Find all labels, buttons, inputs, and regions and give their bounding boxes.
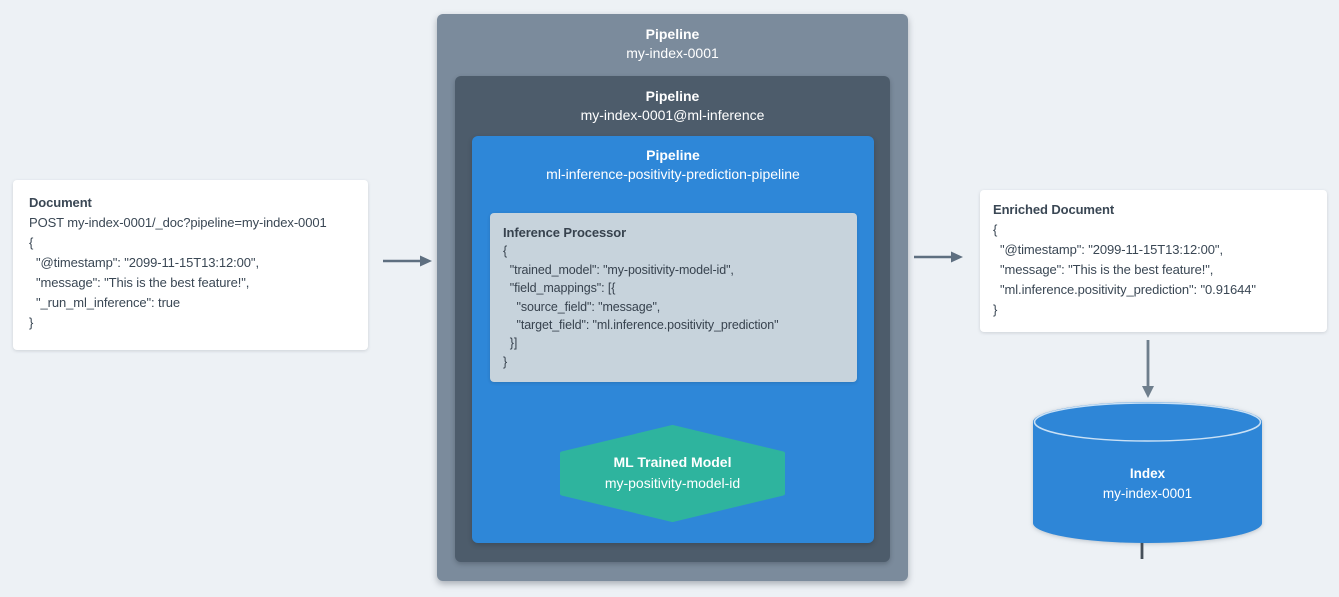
index-name: my-index-0001 <box>1102 486 1193 501</box>
pipeline-middle-box: Pipeline my-index-0001@ml-inference Pipe… <box>455 76 1148 562</box>
processor-json-line: "source_field": "message", <box>503 299 661 314</box>
index-label: Index my-index-0001 <box>1033 464 1262 504</box>
index-title: Index <box>1129 466 1166 481</box>
pipeline-inner-box: Pipeline ml-inference-positivity-predict… <box>472 136 1148 559</box>
enriched-json-line: "@timestamp": "2099-11-15T13:12:00", <box>993 242 1223 257</box>
arrow-right-icon <box>914 251 963 263</box>
pipeline-middle-label: Pipeline <box>645 88 700 104</box>
ml-trained-model-title: ML Trained Model <box>613 454 732 470</box>
inference-processor-title: Inference Processor <box>503 225 627 240</box>
pipeline-outer-label: Pipeline <box>645 26 700 42</box>
index-cylinder: Index my-index-0001 <box>1033 402 1262 543</box>
arrow-right-icon <box>383 255 432 267</box>
document-json-line: } <box>29 315 34 330</box>
pipeline-middle-header: Pipeline my-index-0001@ml-inference <box>455 87 890 125</box>
document-json-line: "message": "This is the best feature!", <box>29 275 250 290</box>
document-post-line: POST my-index-0001/_doc?pipeline=my-inde… <box>29 215 327 230</box>
enriched-document-title: Enriched Document <box>993 202 1115 217</box>
inference-processor-card: Inference Processor { "trained_model": "… <box>490 213 857 382</box>
cylinder-shape <box>1033 402 1262 543</box>
document-card: Document POST my-index-0001/_doc?pipelin… <box>13 180 368 350</box>
processor-json-line: "field_mappings": [{ <box>503 281 616 296</box>
enriched-document-card: Enriched Document { "@timestamp": "2099-… <box>980 190 1327 332</box>
hexagon-shape <box>560 425 785 522</box>
document-json-line: "@timestamp": "2099-11-15T13:12:00", <box>29 255 259 270</box>
processor-json-line: { <box>503 244 508 259</box>
processor-json-line: "target_field": "ml.inference.positivity… <box>503 318 779 333</box>
pipeline-middle-name: my-index-0001@ml-inference <box>580 107 765 123</box>
enriched-json-line: { <box>993 222 998 237</box>
enriched-json-line: "ml.inference.positivity_prediction": "0… <box>993 282 1256 297</box>
pipeline-inner-header: Pipeline ml-inference-positivity-predict… <box>472 146 874 184</box>
pipeline-outer-name: my-index-0001 <box>626 45 719 61</box>
ml-trained-model-name: my-positivity-model-id <box>604 475 741 491</box>
ml-trained-model-badge: ML Trained Model my-positivity-model-id <box>560 425 785 522</box>
document-json-line: "_run_ml_inference": true <box>29 295 181 310</box>
processor-json-line: } <box>503 354 508 369</box>
enriched-json-line: "message": "This is the best feature!", <box>993 262 1214 277</box>
document-card-title: Document <box>29 195 92 210</box>
processor-json-line: "trained_model": "my-positivity-model-id… <box>503 262 734 277</box>
pipeline-inner-name: ml-inference-positivity-prediction-pipel… <box>546 166 800 182</box>
arrow-down-icon <box>1142 340 1154 398</box>
document-json-line: { <box>29 235 34 250</box>
pipeline-outer-box: Pipeline my-index-0001 Pipeline my-index… <box>437 14 1148 581</box>
ml-trained-model-label: ML Trained Model my-positivity-model-id <box>560 452 785 494</box>
pipeline-outer-header: Pipeline my-index-0001 <box>437 25 908 63</box>
enriched-json-line: } <box>993 302 998 317</box>
processor-json-line: }] <box>503 336 518 351</box>
pipeline-inner-label: Pipeline <box>646 147 700 163</box>
